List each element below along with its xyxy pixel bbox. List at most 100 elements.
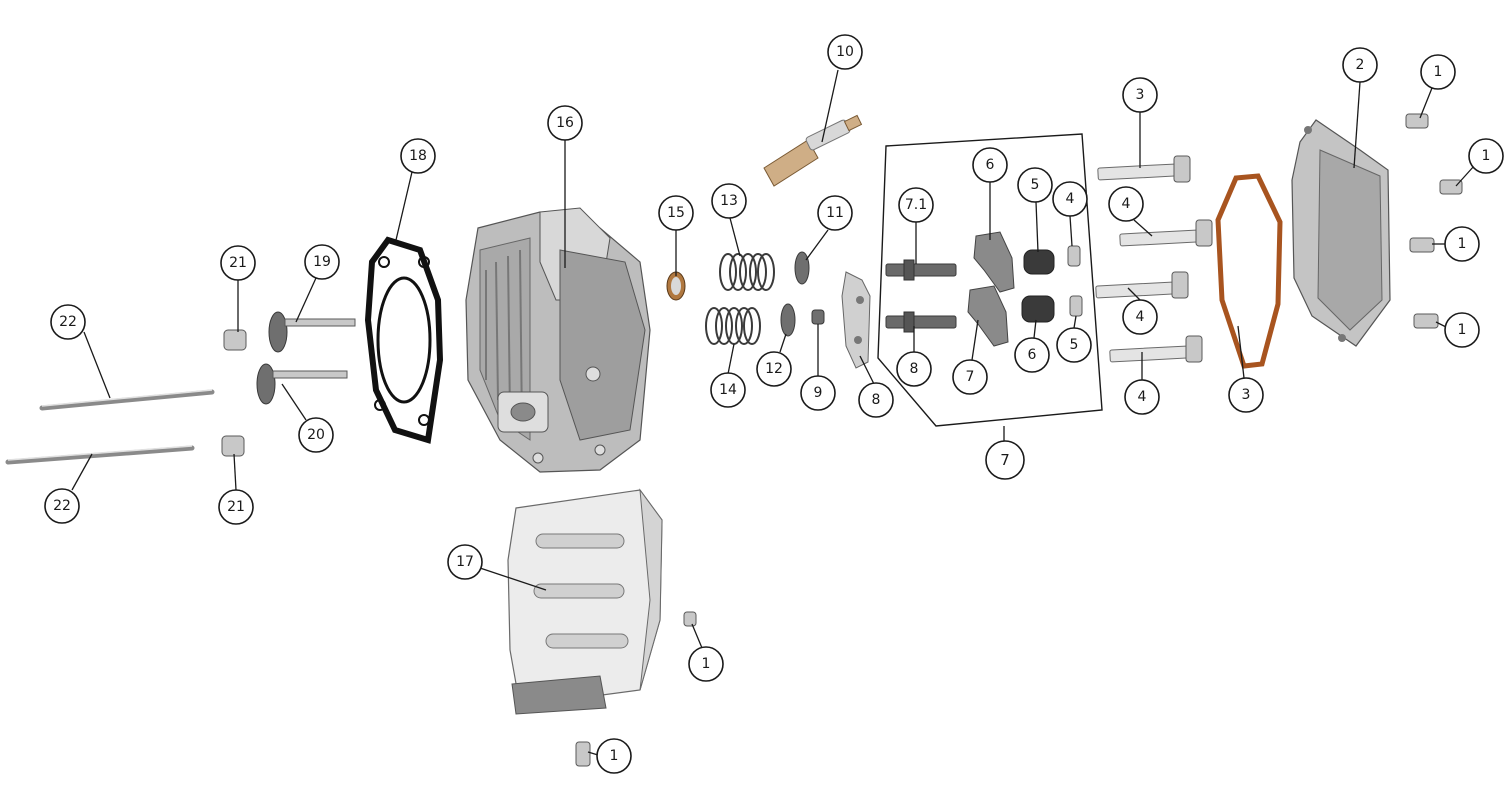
callout-label: 13 bbox=[720, 193, 738, 209]
callout-label: 3 bbox=[1242, 387, 1251, 403]
callout-7-upper: 6 bbox=[972, 147, 1008, 183]
callout-label: 7.1 bbox=[905, 197, 927, 213]
callout-1-c: 1 bbox=[1444, 226, 1480, 262]
callout-19: 19 bbox=[304, 244, 340, 280]
callout-label: 22 bbox=[53, 498, 71, 514]
callout-label: 6 bbox=[1028, 347, 1037, 363]
callout-8-upper: 7.1 bbox=[898, 187, 934, 223]
cylinder-head-gasket bbox=[364, 236, 444, 444]
head-bolt-2 bbox=[1119, 219, 1213, 247]
callout-8-lower: 8 bbox=[896, 351, 932, 387]
callout-label: 8 bbox=[910, 361, 919, 377]
callout-label: 15 bbox=[667, 205, 685, 221]
callout-10: 9 bbox=[800, 375, 836, 411]
callout-1-a: 1 bbox=[1420, 54, 1456, 90]
callout-label: 12 bbox=[765, 361, 783, 377]
callout-label: 4 bbox=[1138, 389, 1147, 405]
push-rod-lower bbox=[5, 445, 195, 465]
callout-2: 2 bbox=[1342, 47, 1378, 83]
callout-18: 18 bbox=[400, 138, 436, 174]
push-rod-upper bbox=[39, 389, 215, 411]
callout-22-lower: 22 bbox=[44, 488, 80, 524]
bolt-valve-cover-2 bbox=[1439, 179, 1463, 195]
dowel-sleeve-upper bbox=[223, 329, 247, 351]
callout-14-upper: 13 bbox=[711, 183, 747, 219]
callout-label: 1 bbox=[1482, 148, 1491, 164]
callout-7-lower: 7 bbox=[952, 359, 988, 395]
callout-1-b: 1 bbox=[1468, 138, 1504, 174]
valve-cover-gasket bbox=[1215, 173, 1283, 369]
spring-retainer-lower bbox=[780, 303, 796, 337]
callout-label: 19 bbox=[313, 254, 331, 270]
adjusting-nut-lower bbox=[1069, 295, 1083, 317]
bolt-heat-shield-lower bbox=[575, 741, 591, 767]
rocker-stud-lower bbox=[885, 311, 957, 333]
valve-spring-upper bbox=[719, 253, 775, 291]
callout-label: 1 bbox=[1458, 322, 1467, 338]
heat-shield bbox=[507, 488, 663, 715]
valve-collet bbox=[811, 309, 825, 325]
rocker-arm-upper bbox=[973, 231, 1015, 293]
callout-21-lower: 21 bbox=[218, 489, 254, 525]
spring-retainer-upper bbox=[794, 251, 810, 285]
callout-label: 18 bbox=[409, 148, 427, 164]
rocker-arm-lower bbox=[967, 285, 1009, 347]
cylinder-head bbox=[465, 207, 651, 473]
callout-label: 14 bbox=[719, 382, 737, 398]
leader-lines bbox=[71, 69, 1475, 756]
callout-label: 11 bbox=[826, 205, 844, 221]
callout-1-e: 1 bbox=[688, 646, 724, 682]
head-bolt-1 bbox=[1097, 155, 1191, 183]
callout-label: 22 bbox=[59, 314, 77, 330]
callout-17: 17 bbox=[447, 544, 483, 580]
callout-16: 16 bbox=[547, 105, 583, 141]
callout-4-a: 3 bbox=[1122, 77, 1158, 113]
valve-cover bbox=[1291, 119, 1391, 347]
callout-4-c: 4 bbox=[1122, 299, 1158, 335]
head-bolt-4 bbox=[1109, 335, 1203, 363]
exhaust-valve bbox=[256, 363, 348, 405]
callout-6-upper: 5 bbox=[1017, 167, 1053, 203]
rocker-stud-upper bbox=[885, 259, 957, 281]
callout-4-b: 4 bbox=[1108, 186, 1144, 222]
callout-22-upper: 22 bbox=[50, 304, 86, 340]
adjusting-nut-upper bbox=[1067, 245, 1081, 267]
callout-5-upper: 4 bbox=[1052, 181, 1088, 217]
callout-label: 7 bbox=[1000, 451, 1010, 469]
callout-label: 21 bbox=[227, 499, 245, 515]
callout-label: 10 bbox=[836, 44, 854, 60]
callout-label: 16 bbox=[556, 115, 574, 131]
callout-label: 20 bbox=[307, 427, 325, 443]
callout-4-d: 4 bbox=[1124, 379, 1160, 415]
bolt-heat-shield bbox=[683, 611, 697, 627]
bolt-valve-cover-3 bbox=[1409, 237, 1435, 253]
callout-label: 21 bbox=[229, 255, 247, 271]
rocker-pivot-upper bbox=[1023, 249, 1055, 275]
callout-label: 9 bbox=[814, 385, 823, 401]
callout-12: 11 bbox=[817, 195, 853, 231]
callout-label: 6 bbox=[986, 157, 995, 173]
callout-label: 1 bbox=[1458, 236, 1467, 252]
callout-14-lower: 14 bbox=[710, 372, 746, 408]
callout-20: 20 bbox=[298, 417, 334, 453]
callout-1-d: 1 bbox=[1444, 312, 1480, 348]
push-rod-guide-plate bbox=[841, 271, 871, 369]
valve-spring-lower bbox=[705, 307, 761, 345]
callout-9: 8 bbox=[858, 382, 894, 418]
spark-plug bbox=[763, 114, 863, 187]
callout-label: 5 bbox=[1070, 337, 1079, 353]
callout-1-f: 1 bbox=[596, 738, 632, 774]
callout-label: 4 bbox=[1122, 196, 1131, 212]
callout-13: 12 bbox=[756, 351, 792, 387]
callout-label: 1 bbox=[702, 656, 711, 672]
callout-3: 3 bbox=[1228, 377, 1264, 413]
callout-label: 2 bbox=[1356, 57, 1365, 73]
bolt-valve-cover-1 bbox=[1405, 113, 1429, 129]
callout-7-1: 7 bbox=[985, 440, 1025, 480]
callout-5-lower: 5 bbox=[1056, 327, 1092, 363]
callout-label: 1 bbox=[610, 748, 619, 764]
dowel-sleeve-lower bbox=[221, 435, 245, 457]
rocker-pivot-lower bbox=[1021, 295, 1055, 323]
callout-label: 7 bbox=[966, 369, 975, 385]
